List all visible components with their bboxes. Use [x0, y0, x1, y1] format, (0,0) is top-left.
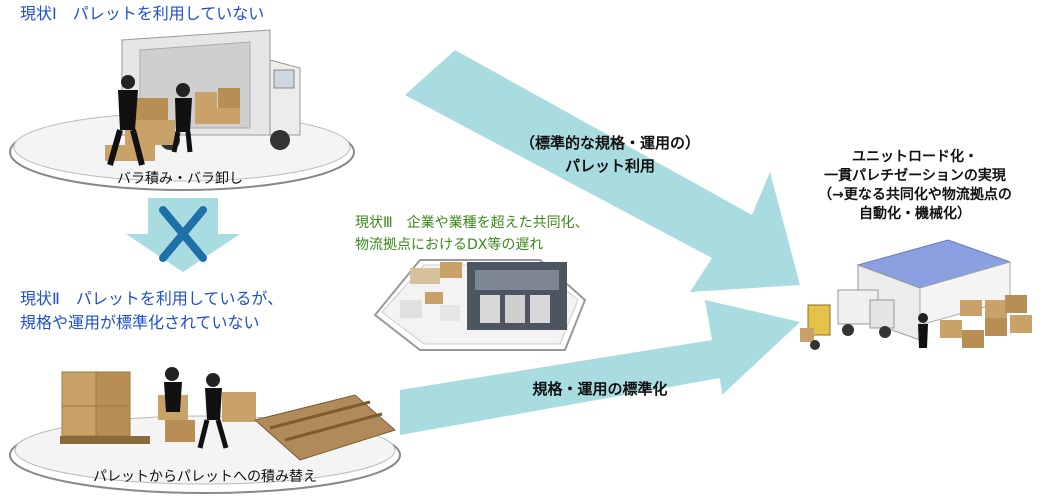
- lower-arrow-label: 規格・運用の標準化: [532, 380, 668, 398]
- goal-line4: 自動化・機械化）: [859, 206, 971, 222]
- status1-title: 現状Ⅰ パレットを利用していない: [20, 4, 265, 23]
- goal-line3: （→更なる共同化や物流拠点の: [818, 187, 1012, 203]
- pallet-workers-illustration: [60, 367, 396, 461]
- cross-icon: [159, 206, 207, 262]
- upper-arrow: [405, 50, 800, 292]
- goal-warehouse-illustration: [800, 239, 1032, 350]
- status3-title-line2: 物流拠点におけるDX等の遅れ: [355, 237, 544, 253]
- status3-title-line1: 現状Ⅲ 企業や業種を超えた共同化、: [355, 215, 589, 231]
- status2-title-line2: 規格や運用が標準化されていない: [20, 313, 260, 332]
- goal-line1: ユニットロード化・: [852, 149, 978, 165]
- status2-caption: パレットからパレットへの積み替え: [93, 469, 317, 485]
- lower-arrow: [400, 300, 800, 435]
- status2-title-line1: 現状Ⅱ パレットを利用しているが、: [20, 289, 284, 308]
- status3-platform: [373, 259, 587, 351]
- truck-illustration: [105, 29, 301, 166]
- status1-caption: バラ積み・バラ卸し: [117, 171, 243, 187]
- goal-line2: 一貫パレチゼーションの実現: [824, 168, 1006, 184]
- upper-arrow-label-line1: （標準的な規格・運用の）: [519, 134, 700, 152]
- upper-arrow-label-line2: パレット利用: [564, 157, 655, 175]
